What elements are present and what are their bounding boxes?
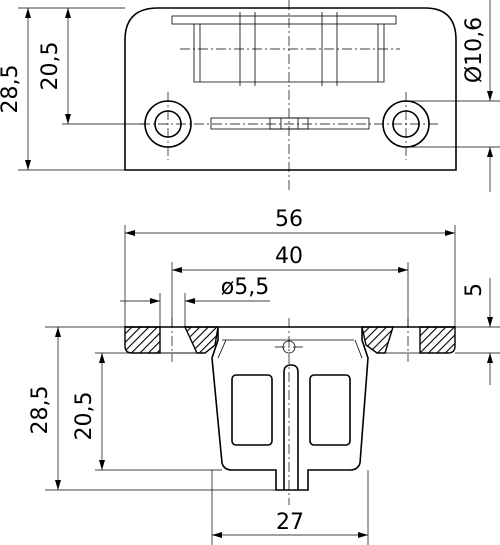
dim-body-width-27: 27 xyxy=(276,510,304,535)
flange-right-section xyxy=(419,326,456,354)
front-view: 56 40 ø5,5 5 28,5 xyxy=(28,207,500,545)
dim-top-20-5: 20,5 xyxy=(38,42,63,91)
dim-hole-dia-5-5: ø5,5 xyxy=(221,275,269,300)
central-slot xyxy=(283,364,299,490)
dim-spacing-40: 40 xyxy=(275,244,303,269)
left-window xyxy=(231,374,273,446)
right-window xyxy=(309,374,351,446)
dim-front-28-5: 28,5 xyxy=(28,386,53,435)
front-body-outline xyxy=(211,327,369,491)
dim-top-dia-10-6: Ø10,6 xyxy=(462,17,487,83)
top-slot xyxy=(171,15,397,25)
top-view: 28,5 20,5 Ø10,6 xyxy=(0,0,500,192)
top-plate-outline xyxy=(124,7,457,171)
dim-front-20-5: 20,5 xyxy=(72,392,97,441)
flange-left-section xyxy=(124,326,161,354)
dim-width-56: 56 xyxy=(275,207,303,232)
dim-top-28-5: 28,5 xyxy=(0,65,23,114)
top-mid-slot xyxy=(210,117,370,130)
dim-flange-5: 5 xyxy=(462,283,487,297)
